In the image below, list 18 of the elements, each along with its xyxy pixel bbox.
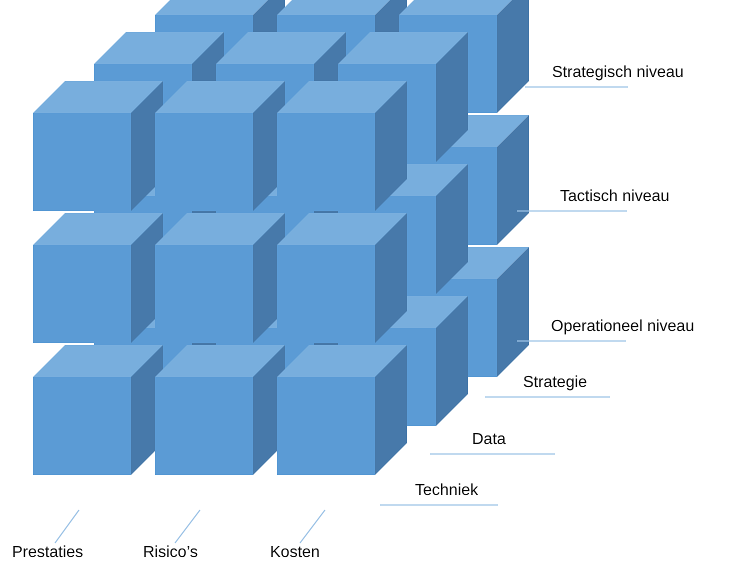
axis-label: Strategie [523, 373, 588, 393]
axis-label: Techniek [415, 481, 478, 501]
leader-line [300, 510, 326, 544]
leader-line [525, 86, 628, 88]
leader-line [380, 504, 498, 506]
leader-line [517, 210, 627, 212]
axis-label: Tactisch niveau [560, 187, 670, 207]
leader-line [54, 510, 80, 544]
axis-label: Risico’s [143, 543, 198, 563]
leader-line [430, 453, 555, 455]
leader-line [174, 510, 200, 544]
axis-label: Data [472, 430, 506, 450]
leader-line [517, 340, 626, 342]
axis-label: Kosten [270, 543, 320, 563]
axis-label: Prestaties [12, 543, 84, 563]
axis-label: Operationeel niveau [551, 317, 694, 337]
axis-label: Strategisch niveau [552, 63, 684, 83]
leader-line [485, 396, 610, 398]
